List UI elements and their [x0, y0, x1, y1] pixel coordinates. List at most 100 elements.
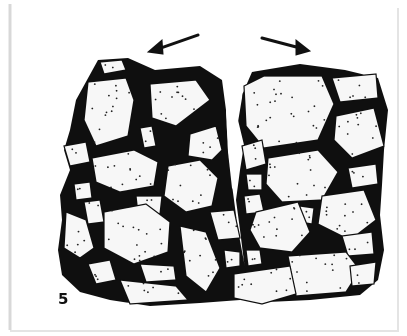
stipple-dot: [217, 137, 219, 139]
stipple-dot: [176, 86, 178, 88]
stipple-dot: [315, 258, 317, 260]
stipple-dot: [147, 291, 149, 293]
stipple-dot: [309, 157, 311, 159]
stipple-dot: [248, 201, 250, 203]
stipple-dot: [117, 223, 119, 225]
stipple-dot: [128, 92, 130, 94]
stipple-dot: [152, 287, 154, 289]
stipple-dot: [107, 166, 109, 168]
stipple-dot: [116, 90, 118, 92]
stipple-dot: [372, 137, 374, 139]
stipple-dot: [273, 89, 275, 91]
stipple-dot: [133, 227, 135, 229]
stipple-dot: [136, 244, 138, 246]
stipple-dot: [183, 251, 185, 253]
left-arrow-icon: [148, 35, 198, 54]
stipple-dot: [227, 261, 229, 263]
stipple-dot: [71, 148, 73, 150]
stipple-dot: [116, 98, 118, 100]
grain: [332, 74, 378, 102]
stipple-dot: [359, 85, 361, 87]
stipple-dot: [83, 240, 85, 242]
stipple-dot: [193, 108, 195, 110]
stipple-dot: [160, 271, 162, 273]
stipple-dot: [278, 141, 280, 143]
stipple-dot: [171, 96, 173, 98]
stipple-dot: [296, 142, 298, 144]
stipple-dot: [79, 188, 81, 190]
stipple-dot: [269, 163, 271, 165]
stipple-dot: [115, 85, 117, 87]
stipple-dot: [110, 187, 112, 189]
stipple-dot: [254, 226, 256, 228]
stipple-dot: [296, 271, 298, 273]
stipple-dot: [347, 121, 349, 123]
stipple-dot: [145, 140, 147, 142]
stipple-dot: [243, 279, 245, 281]
stipple-dot: [231, 259, 233, 261]
stipple-dot: [336, 228, 338, 230]
stipple-dot: [349, 248, 351, 250]
stipple-dot: [268, 221, 270, 223]
stipple-dot: [357, 274, 359, 276]
stipple-dot: [269, 117, 271, 119]
stipple-dot: [344, 215, 346, 217]
stipple-dot: [276, 290, 278, 292]
stipple-dot: [313, 185, 315, 187]
stipple-dot: [74, 251, 76, 253]
stipple-dot: [331, 264, 333, 266]
stipple-dot: [268, 175, 270, 177]
stipple-dot: [75, 152, 77, 154]
stipple-dot: [301, 235, 303, 237]
stipple-dot: [129, 169, 131, 171]
stipple-dot: [308, 111, 310, 113]
stipple-dot: [279, 80, 281, 82]
stipple-dot: [339, 287, 341, 289]
stipple-dot: [155, 99, 157, 101]
stipple-dot: [297, 183, 299, 185]
stipple-dot: [253, 144, 255, 146]
stipple-dot: [111, 110, 113, 112]
stipple-dot: [274, 217, 276, 219]
stipple-dot: [174, 164, 176, 166]
stipple-dot: [209, 174, 211, 176]
stipple-dot: [307, 159, 309, 161]
stipple-dot: [352, 95, 354, 97]
stipple-dot: [313, 125, 315, 127]
stipple-dot: [286, 289, 288, 291]
stipple-dot: [153, 256, 155, 258]
stipple-dot: [354, 248, 356, 250]
stipple-dot: [344, 230, 346, 232]
stipple-dot: [146, 233, 148, 235]
stipple-dot: [182, 95, 184, 97]
stipple-dot: [143, 283, 145, 285]
stipple-dot: [190, 165, 192, 167]
stipple-dot: [346, 258, 348, 260]
stipple-dot: [94, 83, 96, 85]
stipple-dot: [202, 142, 204, 144]
stipple-dot: [167, 268, 169, 270]
stipple-dot: [338, 126, 340, 128]
stipple-dot: [215, 259, 217, 261]
stipple-dot: [159, 91, 161, 93]
stipple-dot: [255, 158, 257, 160]
stipple-dot: [88, 202, 90, 204]
stipple-dot: [258, 224, 260, 226]
stipple-dot: [95, 275, 97, 277]
stipple-dot: [199, 255, 201, 257]
stipple-dot: [308, 216, 310, 218]
stipple-dot: [306, 194, 308, 196]
stipple-dot: [338, 79, 340, 81]
stipple-dot: [78, 231, 80, 233]
stipple-dot: [135, 179, 137, 181]
stipple-dot: [122, 226, 124, 228]
stipple-dot: [291, 261, 293, 263]
grain: [84, 78, 134, 146]
stipple-dot: [360, 112, 362, 114]
stipple-dot: [192, 200, 194, 202]
stipple-dot: [202, 152, 204, 154]
stipple-dot: [185, 98, 187, 100]
grain: [74, 182, 92, 200]
stipple-dot: [99, 129, 101, 131]
